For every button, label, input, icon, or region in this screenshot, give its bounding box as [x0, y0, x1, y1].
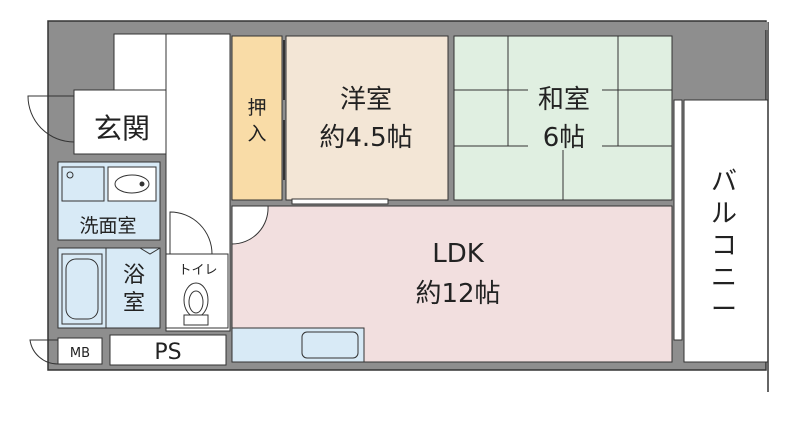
- bathtub-icon: [61, 253, 103, 325]
- ldk-name: LDK: [432, 239, 485, 269]
- western-room-name: 洋室: [340, 85, 392, 115]
- balcony-label: バ ル コ ニ ー: [711, 167, 737, 325]
- mb-box: [57, 337, 103, 365]
- balcony-top-wall: [740, 22, 768, 30]
- balcony-char: バ: [711, 167, 737, 197]
- balcony-char: ニ: [711, 263, 737, 293]
- japanese-room-name: 和室: [538, 85, 590, 115]
- closet-label-2: 入: [247, 123, 266, 145]
- bath-label-1: 浴: [123, 263, 145, 288]
- toilet-door-icon: [169, 211, 213, 255]
- ldk-size: 約12帖: [415, 279, 500, 309]
- bath-label-2: 室: [123, 291, 145, 316]
- kitchen-counter: [231, 327, 365, 363]
- ps-label: PS: [154, 340, 181, 365]
- entrance-door-icon: [27, 95, 75, 143]
- balcony-char: コ: [711, 231, 737, 261]
- bath-door-mark: [139, 247, 161, 255]
- mb-door-icon: [29, 339, 59, 365]
- western-room-size: 約4.5帖: [319, 123, 412, 153]
- sliding-door-track: [291, 198, 389, 205]
- balcony-floor: [683, 99, 769, 363]
- japanese-label-bg: [528, 80, 602, 150]
- toilet-label: トイレ: [178, 263, 217, 278]
- wash-basin-icon: [107, 166, 157, 202]
- closet-label-1: 押: [247, 97, 266, 119]
- balcony-char: ル: [711, 199, 737, 229]
- genkan-label: 玄関: [94, 112, 150, 145]
- mb-label: MB: [70, 346, 90, 361]
- closet-floor: [231, 35, 283, 201]
- ldk-door-icon: [231, 205, 269, 245]
- washing-machine-icon: [61, 166, 105, 202]
- ps-box: [109, 334, 227, 366]
- western-room-floor: [285, 35, 449, 201]
- entrance-step: [73, 89, 167, 155]
- washroom-label: 洗面室: [79, 215, 136, 237]
- japanese-room-size: 6帖: [543, 123, 586, 153]
- toilet-icon: [183, 282, 209, 326]
- balcony-window: [673, 99, 683, 341]
- balcony-char: ー: [711, 295, 737, 325]
